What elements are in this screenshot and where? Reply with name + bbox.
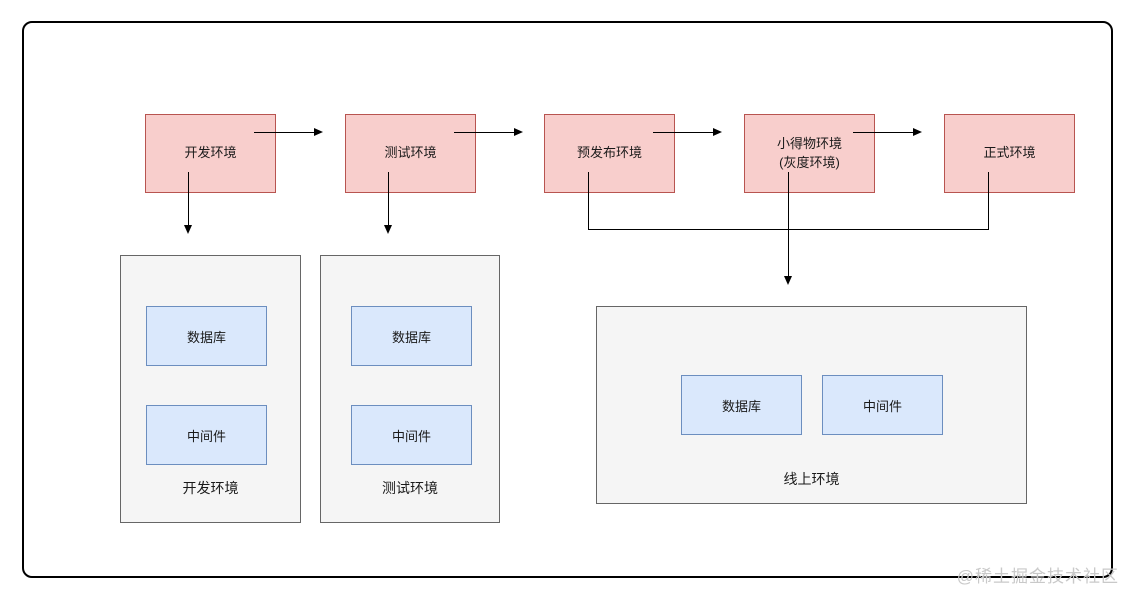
node-database: 数据库 bbox=[146, 306, 267, 366]
pipeline-node-dev: 开发环境 bbox=[145, 114, 276, 193]
arrow-right-icon bbox=[514, 128, 523, 136]
arrow-down-icon bbox=[184, 225, 192, 234]
pipeline-node-gray: 小得物环境 (灰度环境) bbox=[744, 114, 875, 193]
arrow-down-icon bbox=[784, 276, 792, 285]
node-database-label: 数据库 bbox=[721, 398, 761, 414]
connector-prod-merge bbox=[988, 172, 989, 229]
node-database: 数据库 bbox=[681, 375, 802, 435]
node-middleware: 中间件 bbox=[351, 405, 472, 465]
node-middleware: 中间件 bbox=[822, 375, 943, 435]
node-middleware: 中间件 bbox=[146, 405, 267, 465]
pipeline-node-prod-label: 正式环境 bbox=[983, 145, 1036, 161]
node-database-label: 数据库 bbox=[186, 329, 226, 345]
pipeline-node-staging: 预发布环境 bbox=[544, 114, 675, 193]
connector-gray-prod bbox=[853, 132, 913, 133]
connector-dev-test bbox=[254, 132, 314, 133]
connector-staging-gray bbox=[653, 132, 713, 133]
env-container-online-label: 线上环境 bbox=[783, 471, 840, 487]
watermark: @稀土掘金技术社区 bbox=[956, 567, 1119, 586]
connector-dev-container bbox=[188, 172, 189, 225]
node-database-label: 数据库 bbox=[391, 329, 431, 345]
node-middleware-label: 中间件 bbox=[186, 428, 226, 444]
env-container-test-label: 测试环境 bbox=[382, 480, 438, 496]
pipeline-node-staging-label: 预发布环境 bbox=[576, 145, 642, 161]
connector-test-container bbox=[388, 172, 389, 225]
pipeline-node-dev-label: 开发环境 bbox=[184, 145, 237, 161]
node-middleware-label: 中间件 bbox=[391, 428, 431, 444]
env-container-dev-label: 开发环境 bbox=[182, 480, 239, 496]
arrow-right-icon bbox=[314, 128, 323, 136]
connector-test-staging bbox=[454, 132, 514, 133]
node-database: 数据库 bbox=[351, 306, 472, 366]
connector-gray-online bbox=[788, 172, 789, 276]
connector-staging-merge bbox=[588, 172, 589, 229]
arrow-right-icon bbox=[913, 128, 922, 136]
pipeline-node-test: 测试环境 bbox=[345, 114, 476, 193]
pipeline-node-prod: 正式环境 bbox=[944, 114, 1075, 193]
env-container-online: 数据库 中间件 线上环境 bbox=[596, 306, 1027, 504]
arrow-down-icon bbox=[384, 225, 392, 234]
env-container-dev: 数据库 中间件 开发环境 bbox=[120, 255, 301, 523]
env-container-test: 数据库 中间件 测试环境 bbox=[320, 255, 500, 523]
pipeline-node-gray-label: 小得物环境 (灰度环境) bbox=[776, 135, 842, 170]
node-middleware-label: 中间件 bbox=[862, 398, 902, 414]
pipeline-node-test-label: 测试环境 bbox=[384, 145, 437, 161]
arrow-right-icon bbox=[713, 128, 722, 136]
diagram-canvas: 开发环境 测试环境 预发布环境 小得物环境 (灰度环境) 正式环境 bbox=[22, 21, 1113, 578]
